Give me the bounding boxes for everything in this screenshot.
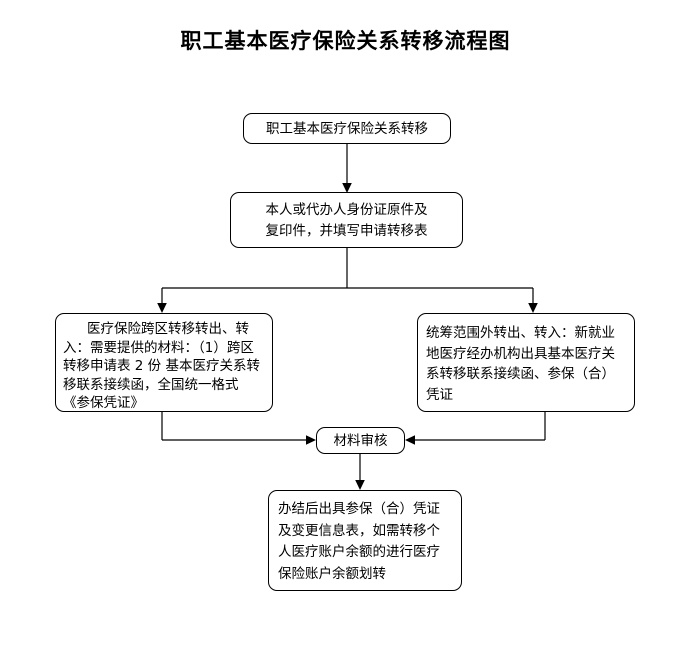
node-cross-district-transfer[interactable]: 医疗保险跨区转移转出、转入：需要提供的材料：（1）跨区转移申请表 2 份 基本医… [55,313,273,412]
edge-docs-split [157,248,538,313]
node-material-review[interactable]: 材料审核 [316,427,405,454]
node-start[interactable]: 职工基本医疗保险关系转移 [243,113,451,144]
node-start-label: 职工基本医疗保险关系转移 [266,121,428,137]
node-documents[interactable]: 本人或代办人身份证原件及 复印件，并填写申请转移表 [230,192,463,248]
edge-right-to-review [405,412,546,445]
node-documents-label: 本人或代办人身份证原件及 复印件，并填写申请转移表 [265,202,428,239]
edge-left-to-review [161,412,316,445]
page-title: 职工基本医疗保险关系转移流程图 [180,29,511,53]
node-completion-result-label: 办结后出具参保（合）凭证及变更信息表，如需转移个人医疗账户余额的进行医疗保险账户… [278,501,440,582]
node-cross-district-transfer-label: 医疗保险跨区转移转出、转入：需要提供的材料：（1）跨区转移申请表 2 份 基本医… [63,321,260,411]
node-completion-result[interactable]: 办结后出具参保（合）凭证及变更信息表，如需转移个人医疗账户余额的进行医疗保险账户… [268,490,462,591]
node-out-of-pool-transfer[interactable]: 统筹范围外转出、转入：新就业地医疗经办机构出具基本医疗关系转移联系接续函、参保（… [417,313,635,412]
node-material-review-label: 材料审核 [333,433,388,449]
edge-start-to-docs [342,144,352,193]
edge-review-to-result [355,454,365,490]
node-out-of-pool-transfer-label: 统筹范围外转出、转入：新就业地医疗经办机构出具基本医疗关系转移联系接续函、参保（… [426,325,615,403]
